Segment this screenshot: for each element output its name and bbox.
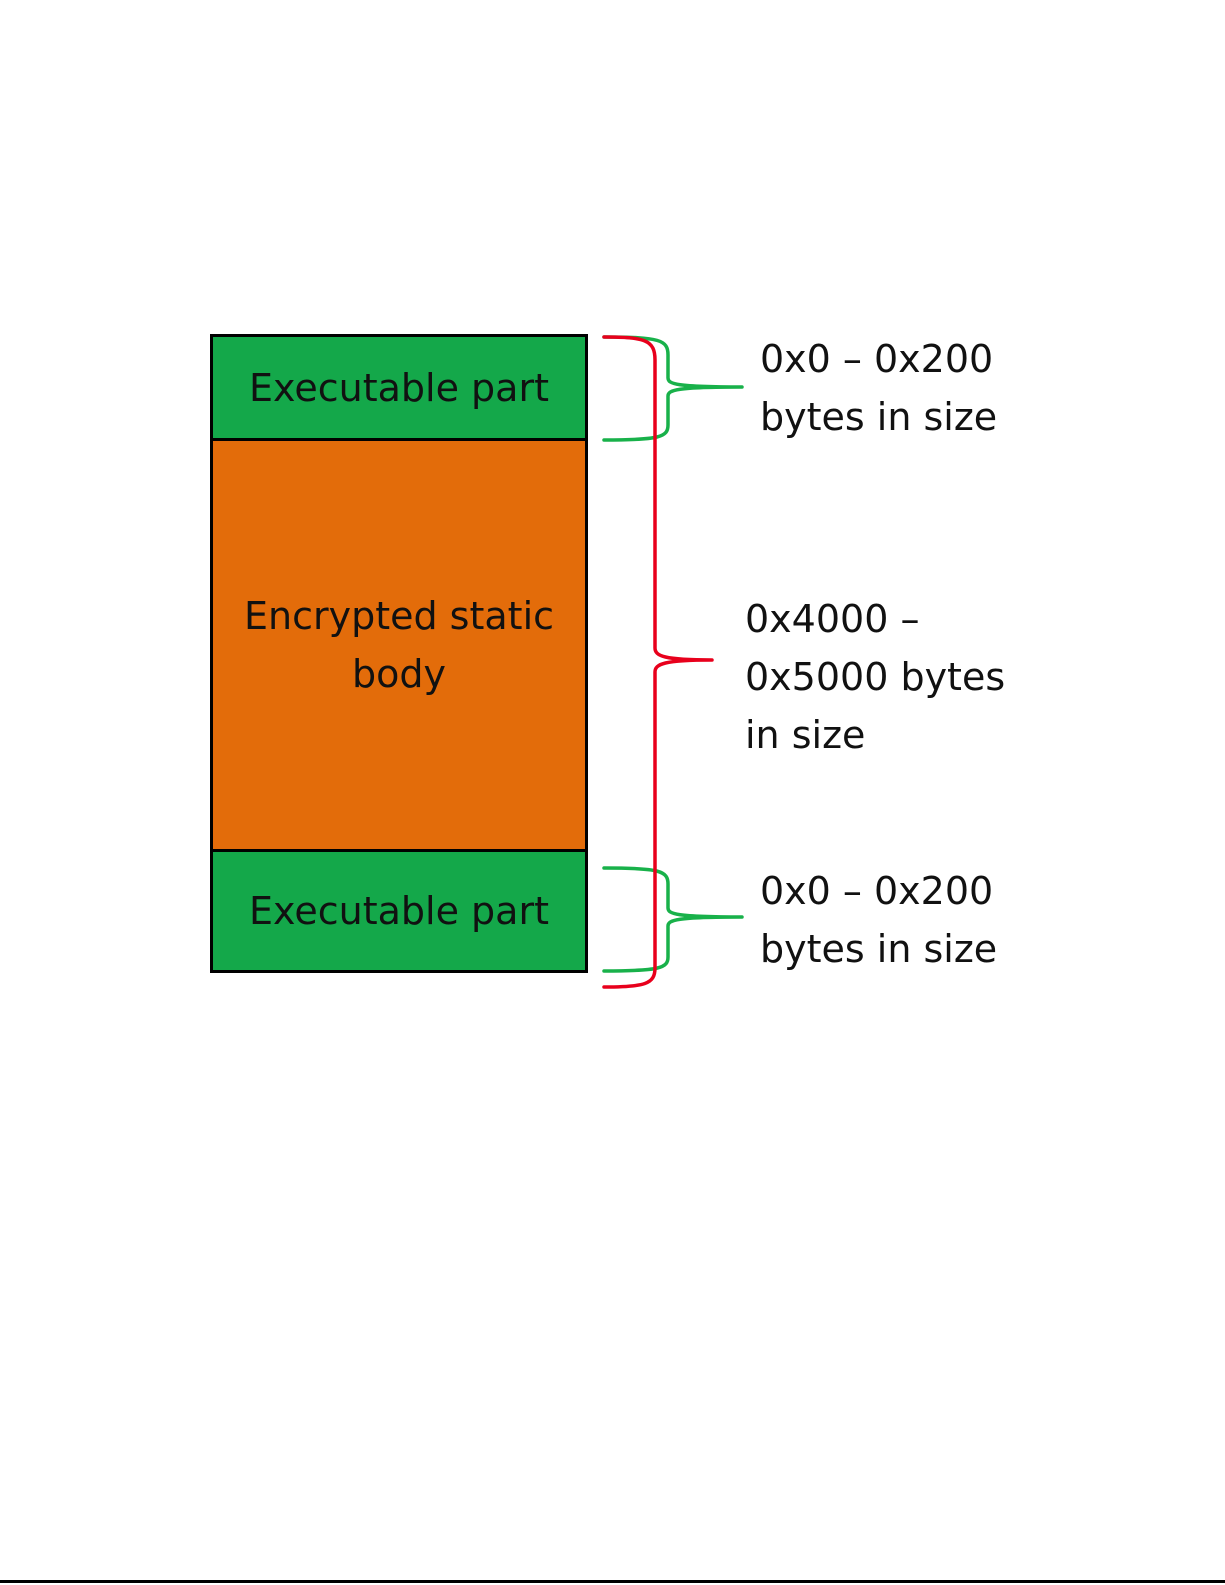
encrypted-label-line-1: Encrypted static [244, 587, 554, 645]
encrypted-static-body-block: Encrypted static body [210, 438, 588, 852]
encrypted-label-line-2: body [244, 645, 554, 703]
executable-part-bottom-block: Executable part [210, 849, 588, 973]
total-size-line-2: 0x5000 bytes [745, 648, 1005, 706]
bottom-size-line-1: 0x0 – 0x200 [760, 862, 997, 920]
total-size-annotation: 0x4000 – 0x5000 bytes in size [745, 590, 1005, 764]
red-brace-total [604, 337, 712, 987]
bottom-size-annotation: 0x0 – 0x200 bytes in size [760, 862, 997, 978]
green-brace-bottom [604, 868, 742, 971]
top-size-line-2: bytes in size [760, 388, 997, 446]
total-size-line-1: 0x4000 – [745, 590, 1005, 648]
executable-part-top-block: Executable part [210, 334, 588, 441]
page-bottom-rule [0, 1580, 1225, 1583]
top-size-line-1: 0x0 – 0x200 [760, 330, 997, 388]
bottom-size-line-2: bytes in size [760, 920, 997, 978]
executable-part-bottom-label: Executable part [249, 882, 549, 940]
top-size-annotation: 0x0 – 0x200 bytes in size [760, 330, 997, 446]
encrypted-static-body-label: Encrypted static body [244, 587, 554, 703]
green-brace-top [604, 337, 742, 440]
executable-part-top-label: Executable part [249, 359, 549, 417]
total-size-line-3: in size [745, 706, 1005, 764]
